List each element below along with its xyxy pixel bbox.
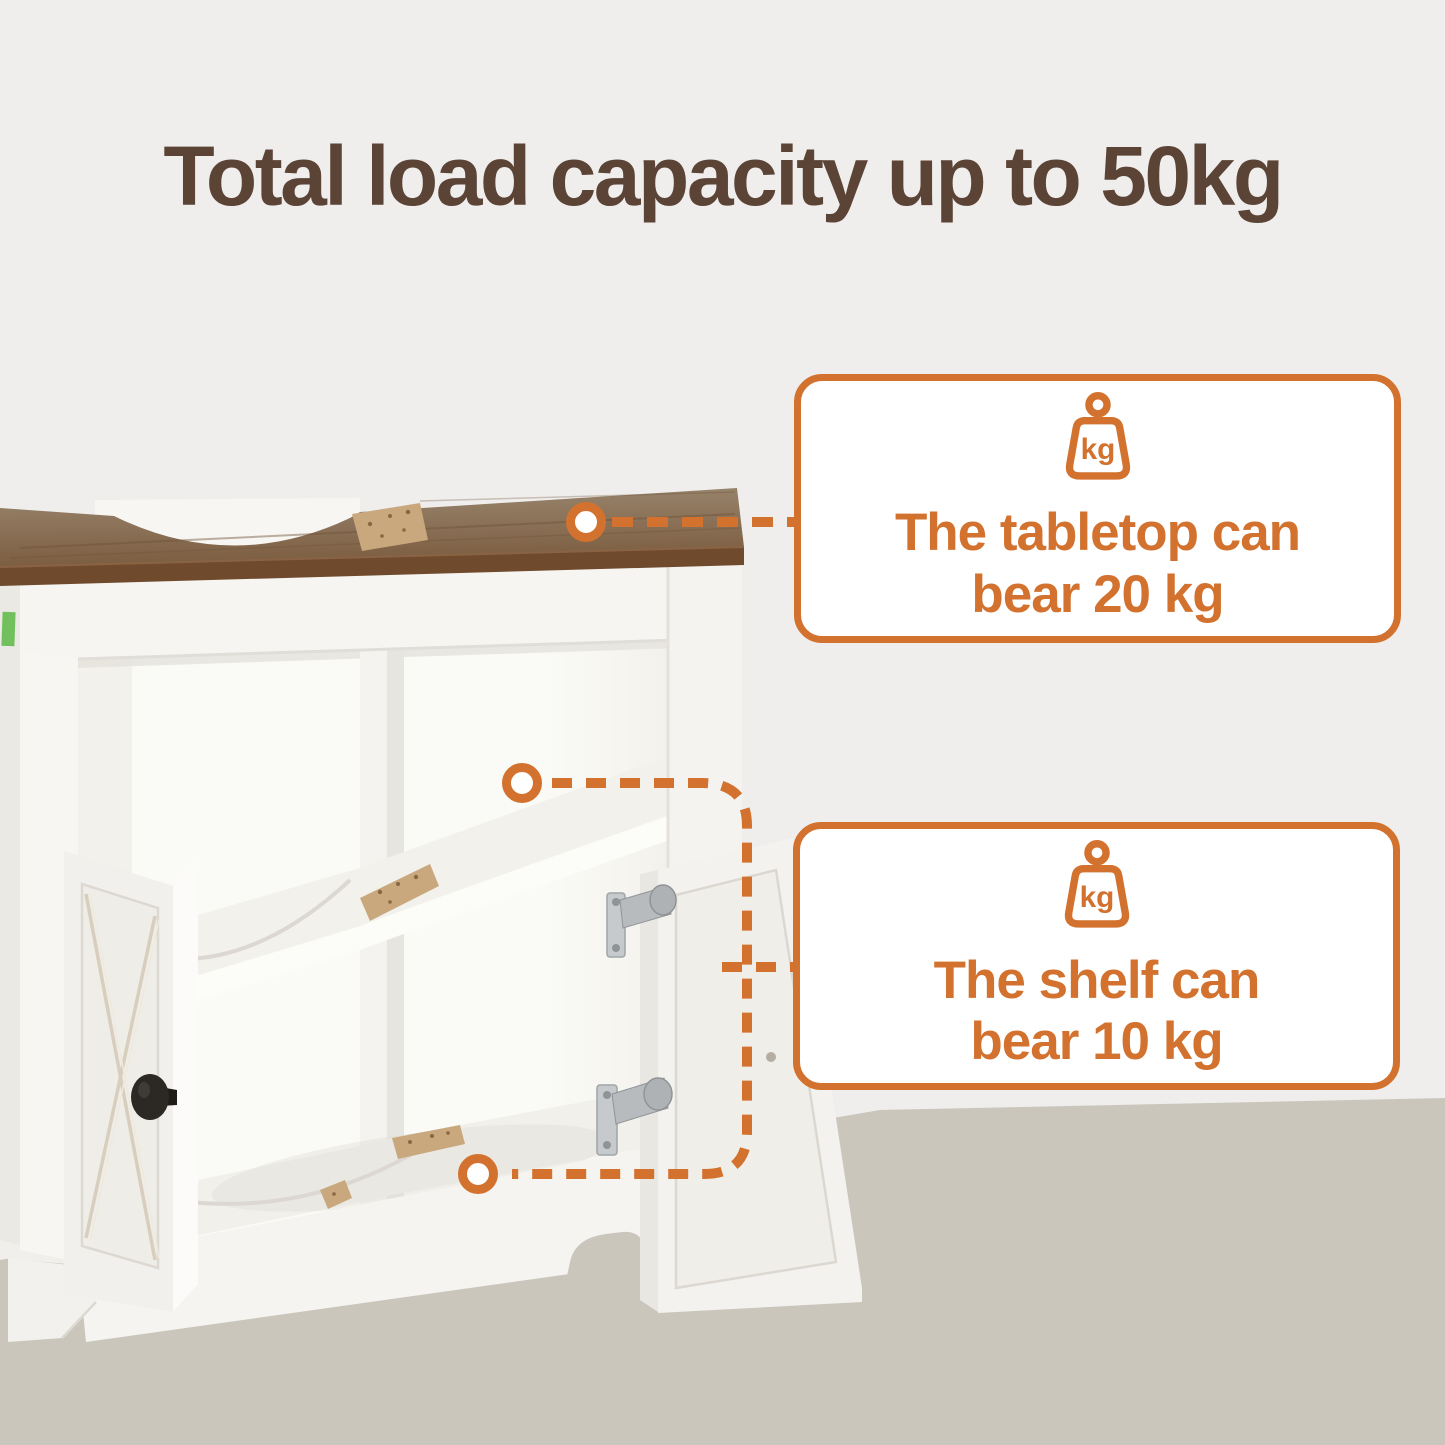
left-side-panel xyxy=(0,560,20,1245)
chipboard-edge xyxy=(352,503,428,551)
door-x-trim xyxy=(84,893,157,1261)
foot-edge xyxy=(61,1301,97,1339)
callout-text-line2: bear 20 kg xyxy=(971,564,1224,624)
floor-shadow xyxy=(211,1124,609,1212)
cabinet xyxy=(0,488,862,1342)
left-front-post xyxy=(20,563,78,1262)
tabletop-edge-highlight xyxy=(0,546,745,568)
chipboard-edge xyxy=(360,864,439,921)
hinge-cup xyxy=(643,1077,673,1111)
annotation-connectors xyxy=(458,502,794,1194)
wood-grain xyxy=(419,491,736,502)
door-knob xyxy=(131,1074,177,1120)
chipboard-speckles xyxy=(367,509,411,538)
tabletop-front-edge xyxy=(0,547,744,586)
hinge xyxy=(596,1077,673,1156)
hinge-screw xyxy=(612,898,620,906)
hinge-screw xyxy=(612,944,620,952)
bottom-shelf-top xyxy=(78,1072,740,1260)
bottom-shelf xyxy=(78,1072,740,1342)
knob-highlight xyxy=(138,1082,150,1098)
weight-kg-icon: kg xyxy=(1065,392,1130,480)
hinge-cup xyxy=(649,884,677,916)
top-rail-edge xyxy=(77,636,743,661)
hinge-screw xyxy=(603,1141,611,1149)
load-point-marker-tabletop xyxy=(566,502,606,542)
door-x-trim-highlight xyxy=(89,892,160,1259)
callout-text-line2: bear 10 kg xyxy=(970,1012,1223,1071)
knob-head xyxy=(131,1074,169,1120)
chipboard-edge xyxy=(320,1180,352,1209)
chipboard-speckles xyxy=(377,874,419,904)
plinth-arch-notch xyxy=(566,1231,649,1284)
callout-card-tabletop: kg The tabletop can bear 20 kg xyxy=(794,374,1401,643)
connector-dashed-line-shelf xyxy=(512,778,752,1179)
hinge xyxy=(606,884,677,958)
plinth xyxy=(78,1130,740,1342)
load-point-marker-shelf xyxy=(502,763,542,803)
middle-shelf-front-edge xyxy=(78,790,740,1038)
knob-screw-hole xyxy=(766,1052,776,1062)
hinge-screw xyxy=(603,1091,611,1099)
page-title: Total load capacity up to 50kg xyxy=(163,129,1284,223)
weight-kg-icon: kg xyxy=(1064,839,1129,928)
load-point-marker-bottom xyxy=(458,1154,498,1194)
callout-text-line1: The shelf can xyxy=(933,950,1261,1010)
left-door-edge xyxy=(173,858,198,1312)
chipboard-speckles xyxy=(332,1131,450,1196)
product-label-sticker xyxy=(1,611,16,647)
kg-label: kg xyxy=(1079,880,1114,913)
callout-card-shelf: kg The shelf can bear 10 kg xyxy=(793,822,1400,1090)
kg-label: kg xyxy=(1080,433,1115,466)
right-front-post xyxy=(668,546,742,915)
left-door xyxy=(64,851,198,1312)
tabletop xyxy=(0,488,745,586)
callout-text-line1: The tabletop can xyxy=(894,503,1301,563)
